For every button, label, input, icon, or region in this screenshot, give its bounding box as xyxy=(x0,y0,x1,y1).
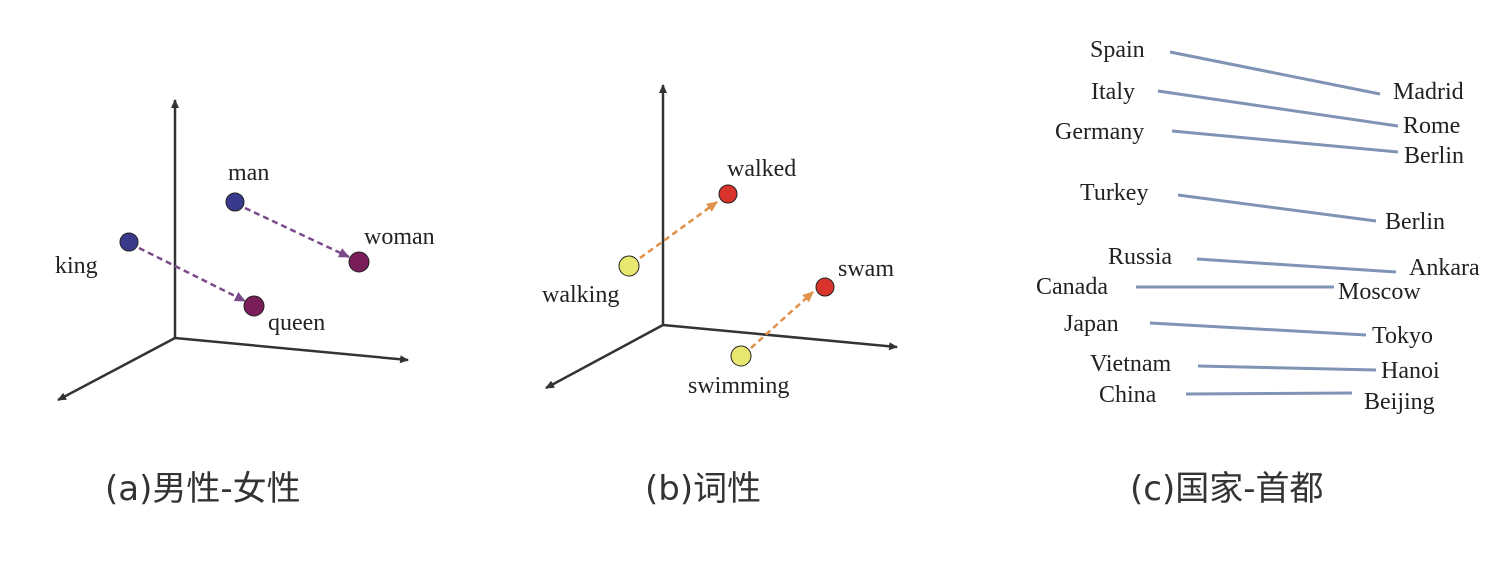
point-woman xyxy=(348,251,370,273)
label-walking: walking xyxy=(542,282,619,308)
label-king: king xyxy=(55,253,98,279)
point-man xyxy=(225,192,245,212)
caption-a: (a)男性-女性 xyxy=(105,469,301,509)
label-swam: swam xyxy=(838,256,894,282)
capital-moscow: Moscow xyxy=(1338,279,1421,305)
link-vietnam xyxy=(1197,364,1377,372)
panel-a: man woman king queen (a)男性-女性 xyxy=(55,99,435,509)
link-italy xyxy=(1157,89,1399,128)
link-china xyxy=(1185,391,1353,396)
country-spain: Spain xyxy=(1090,37,1145,63)
capital-berlin: Berlin xyxy=(1404,143,1464,169)
capital-tokyo: Tokyo xyxy=(1372,323,1433,349)
link-turkey xyxy=(1177,193,1377,223)
arrow-swimming-swam xyxy=(750,291,814,349)
capital-berlin: Berlin xyxy=(1385,209,1445,235)
point-king xyxy=(119,232,139,252)
country-germany: Germany xyxy=(1055,119,1144,145)
panel-b: walked walking swam swimming (b)词性 xyxy=(542,84,898,509)
axes-a xyxy=(57,99,409,402)
link-russia xyxy=(1196,257,1397,274)
point-swam xyxy=(815,277,835,297)
arrow-man-woman xyxy=(244,206,350,259)
capital-ankara: Ankara xyxy=(1409,255,1480,281)
country-turkey: Turkey xyxy=(1080,180,1148,206)
arrow-walking-walked xyxy=(639,200,718,260)
caption-c: (c)国家-首都 xyxy=(1130,469,1324,509)
label-walked: walked xyxy=(727,156,796,182)
country-japan: Japan xyxy=(1064,311,1119,337)
label-swimming: swimming xyxy=(688,373,789,399)
country-vietnam: Vietnam xyxy=(1090,351,1172,377)
caption-b: (b)词性 xyxy=(645,469,761,509)
capital-hanoi: Hanoi xyxy=(1381,358,1440,384)
capital-rome: Rome xyxy=(1403,113,1460,139)
point-queen xyxy=(243,295,265,317)
capital-madrid: Madrid xyxy=(1393,79,1464,105)
country-canada: Canada xyxy=(1036,274,1108,300)
point-walked xyxy=(718,184,738,204)
capital-beijing: Beijing xyxy=(1364,389,1435,415)
label-queen: queen xyxy=(268,310,325,336)
link-spain xyxy=(1169,50,1381,96)
axes-b xyxy=(545,84,898,390)
label-man: man xyxy=(228,160,269,186)
panel-c: SpainMadridItalyRomeGermanyBerlinTurkeyB… xyxy=(1036,37,1480,509)
point-swimming xyxy=(730,345,752,367)
country-china: China xyxy=(1099,382,1157,408)
point-walking xyxy=(618,255,640,277)
country-italy: Italy xyxy=(1091,79,1135,105)
label-woman: woman xyxy=(364,224,435,250)
link-japan xyxy=(1149,321,1367,337)
arrow-king-queen xyxy=(138,246,246,303)
link-germany xyxy=(1171,129,1399,154)
country-capital-links: SpainMadridItalyRomeGermanyBerlinTurkeyB… xyxy=(1036,37,1480,415)
country-russia: Russia xyxy=(1108,244,1172,270)
